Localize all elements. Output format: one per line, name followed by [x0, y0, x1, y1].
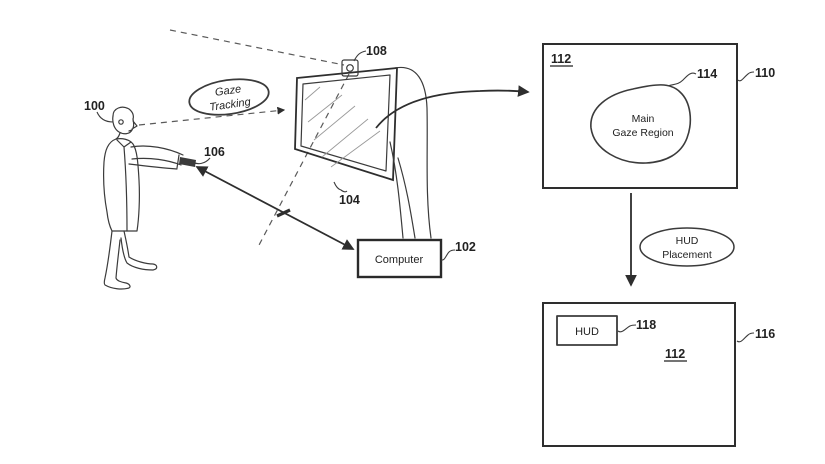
- screen-label-112-bottom: 112: [665, 347, 685, 361]
- computer-box: Computer: [356, 238, 443, 279]
- monitor-screen-bezel: [300, 74, 391, 172]
- leader-116: [736, 332, 755, 343]
- ref-label-106: 106: [204, 145, 225, 159]
- ref-label-100: 100: [84, 99, 105, 113]
- user-arms: [128, 145, 184, 170]
- computer-box-rect: [356, 238, 443, 279]
- arrow-crossing-tick: [276, 208, 291, 218]
- leader-108: [353, 50, 367, 62]
- user-figure: [103, 106, 196, 290]
- hud-placement-callout: HUD Placement: [639, 227, 735, 267]
- ref-label-110: 110: [755, 66, 775, 80]
- computer-box-label: Computer: [375, 254, 424, 266]
- leader-110: [737, 71, 755, 82]
- ref-label-108: 108: [366, 44, 387, 58]
- user-head: [112, 115, 138, 135]
- screen-to-view-arrow: [375, 85, 530, 129]
- screen-view-116-rect: [542, 302, 736, 447]
- monitor-back-shell: [394, 66, 432, 239]
- monitor-outer-frame: [294, 67, 398, 182]
- display-monitor: [294, 59, 432, 239]
- ref-label-116: 116: [755, 327, 775, 341]
- hud-placement-text-line2: Placement: [662, 249, 712, 261]
- hud-box: [556, 315, 618, 346]
- gaze-tracking-text-line1: Gaze: [214, 83, 242, 99]
- gaze-camera-lens: [346, 64, 354, 72]
- camera-sight-line-upper: [169, 29, 345, 66]
- gaze-tracking-callout: Gaze Tracking: [188, 78, 270, 116]
- hud-placement-text-line1: HUD: [676, 235, 699, 247]
- controller-computer-arrow: [195, 166, 355, 250]
- user-jacket-lines: [116, 139, 132, 232]
- main-gaze-region-line1: Main: [632, 113, 655, 125]
- leader-114: [667, 72, 697, 87]
- leader-100: [96, 111, 114, 123]
- ref-label-118: 118: [636, 318, 656, 332]
- gaze-dashed-arrow: [138, 106, 286, 126]
- ref-label-104: 104: [339, 193, 360, 207]
- screen-view-initial: 112 Main Gaze Region 114 110: [542, 43, 775, 189]
- user-torso: [103, 138, 140, 232]
- hud-placement-oval: [639, 227, 735, 267]
- gaze-tracking-text-line2: Tracking: [209, 96, 253, 114]
- user-hair: [112, 106, 134, 120]
- handheld-controller: [179, 157, 196, 167]
- leader-118: [617, 324, 637, 333]
- hud-box-label: HUD: [575, 326, 599, 338]
- main-gaze-region-line2: Gaze Region: [612, 127, 673, 139]
- gaze-tracking-oval: [188, 78, 270, 116]
- leader-104: [333, 181, 348, 193]
- user-ear: [118, 119, 124, 125]
- leader-106: [191, 157, 211, 165]
- monitor-stand-arm: [389, 141, 416, 239]
- user-front-leg: [120, 230, 158, 271]
- leader-102: [440, 249, 456, 261]
- user-back-leg: [103, 230, 131, 290]
- screen-reflection-lines: [304, 86, 381, 168]
- screen-view-110-rect: [542, 43, 738, 189]
- ref-label-114: 114: [697, 67, 717, 81]
- main-gaze-region-blob: [590, 84, 692, 164]
- gaze-camera: [341, 59, 359, 77]
- screen-label-112-top: 112: [551, 52, 571, 66]
- screen-view-hud: HUD 118 112 116: [542, 302, 775, 447]
- ref-label-102: 102: [455, 240, 476, 254]
